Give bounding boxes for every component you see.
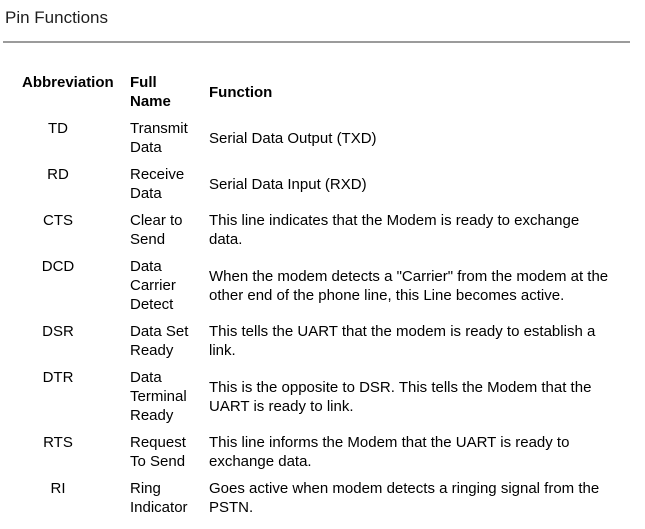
function-cell: This line informs the Modem that the UAR…	[209, 434, 570, 470]
full-name-cell: Ring Indicator	[130, 480, 188, 516]
table-row-cts: CTS Clear to Send This line indicates th…	[15, 207, 609, 253]
abbreviation-cell: DTR	[42, 369, 74, 386]
full-name-cell: Clear to Send	[130, 212, 183, 248]
abbreviation-cell: DSR	[42, 323, 74, 340]
table-row-rd: RD Receive Data Serial Data Input (RXD)	[15, 161, 609, 207]
abbreviation-cell: DCD	[41, 258, 75, 275]
function-cell: When the modem detects a "Carrier" from …	[209, 267, 609, 304]
abbreviation-cell: RD	[47, 166, 69, 183]
full-name-cell: Data Carrier Detect	[130, 258, 176, 313]
title-divider	[3, 41, 630, 43]
header-function: Function	[209, 83, 273, 101]
abbreviation-cell: TD	[48, 120, 68, 137]
table-row-dsr: DSR Data Set Ready This tells the UART t…	[15, 318, 609, 364]
full-name-cell: Data Set Ready	[130, 323, 189, 359]
header-full-name: Full Name	[130, 74, 171, 110]
table-body: TD Transmit Data Serial Data Output (TXD…	[15, 115, 609, 521]
function-cell: Serial Data Input (RXD)	[209, 175, 367, 193]
function-cell: This line indicates that the Modem is re…	[209, 212, 580, 248]
table-header: Abbreviation Full Name Function	[15, 69, 609, 115]
full-name-cell: Request To Send	[130, 434, 186, 470]
full-name-cell: Transmit Data	[130, 120, 188, 156]
abbreviation-cell: RI	[50, 480, 66, 497]
function-cell: This is the opposite to DSR. This tells …	[209, 378, 592, 415]
pin-functions-table: Abbreviation Full Name Function TD Trans…	[15, 69, 609, 521]
header-abbreviation: Abbreviation	[22, 74, 114, 91]
table-row-td: TD Transmit Data Serial Data Output (TXD…	[15, 115, 609, 161]
header-row: Abbreviation Full Name Function	[15, 69, 609, 115]
function-cell: Goes active when modem detects a ringing…	[209, 480, 600, 516]
table-row-rts: RTS Request To Send This line informs th…	[15, 429, 609, 475]
function-cell: This tells the UART that the modem is re…	[209, 323, 596, 359]
abbreviation-cell: CTS	[43, 212, 73, 229]
full-name-cell: Data Terminal Ready	[130, 369, 187, 424]
abbreviation-cell: RTS	[43, 434, 73, 451]
function-cell: Serial Data Output (TXD)	[209, 129, 377, 147]
page-title: Pin Functions	[5, 8, 108, 27]
table-row-ri: RI Ring Indicator Goes active when modem…	[15, 475, 609, 521]
full-name-cell: Receive Data	[130, 166, 185, 202]
table-row-dcd: DCD Data Carrier Detect When the modem d…	[15, 253, 609, 318]
table-row-dtr: DTR Data Terminal Ready This is the oppo…	[15, 364, 609, 429]
